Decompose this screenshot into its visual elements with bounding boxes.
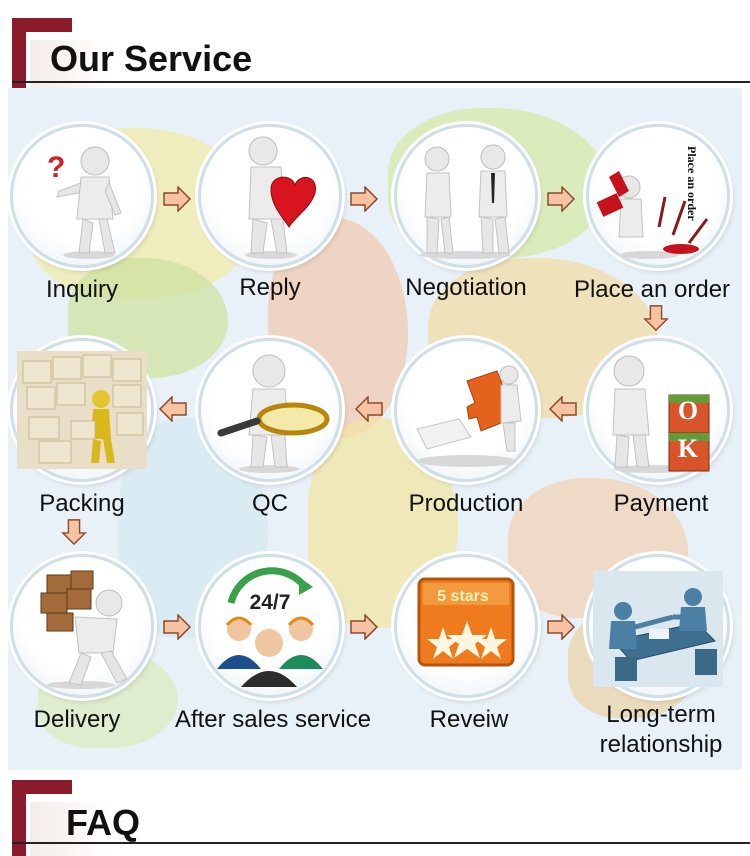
step-label: After sales service — [174, 706, 372, 733]
step-qc-circle — [198, 338, 342, 482]
two-people-icon — [419, 144, 511, 259]
step-inquiry-circle: ? — [10, 124, 154, 268]
arrow-left-icon — [548, 396, 578, 422]
step-label: Reply — [239, 274, 301, 301]
page-title: Our Service — [50, 38, 253, 79]
question-person-icon: ? — [47, 146, 122, 259]
header-shade — [30, 802, 110, 856]
svg-text:?: ? — [47, 151, 65, 184]
header-rule — [12, 81, 750, 83]
arrow-down-icon — [642, 304, 670, 332]
arrow-right-icon — [162, 186, 192, 212]
step-label: Packing — [39, 490, 125, 517]
header-accent-cap — [12, 18, 72, 32]
step-label: Production — [408, 490, 524, 517]
section-header-faq: FAQ — [0, 780, 750, 856]
step-label: Reveiw — [429, 706, 509, 733]
boxes-warehouse-icon — [17, 351, 147, 469]
step-production-circle — [394, 338, 538, 482]
arrow-right-icon — [349, 186, 379, 212]
header-rule — [12, 842, 750, 844]
meeting-table-icon — [593, 571, 723, 687]
step-label: Delivery — [33, 706, 121, 733]
five-stars-icon — [417, 577, 515, 667]
arrow-down-icon — [60, 518, 88, 546]
block-letter-k: K — [677, 434, 699, 463]
block-letter-o: O — [677, 396, 699, 425]
step-label: Place an order — [573, 276, 731, 303]
puzzle-person-icon — [416, 365, 522, 467]
step-packing-circle — [10, 338, 154, 482]
step-reply-circle — [198, 124, 342, 268]
step-review-circle — [394, 554, 538, 698]
header-accent-bar — [12, 780, 26, 856]
support-team-icon — [217, 567, 323, 687]
section-title-faq: FAQ — [66, 802, 141, 843]
section-header-our-service: Our Service — [0, 18, 750, 104]
arrow-right-icon — [162, 614, 192, 640]
step-label-line1: Long-term — [606, 701, 716, 728]
arrow-left-icon — [354, 396, 384, 422]
stamp-order-icon — [596, 171, 709, 259]
step-place-order-circle — [586, 124, 730, 268]
step-payment-circle — [586, 338, 730, 482]
step-long-term-circle — [586, 554, 730, 698]
step-delivery-circle — [10, 554, 154, 698]
carry-boxes-icon — [40, 570, 128, 689]
heart-person-icon — [245, 136, 316, 259]
magnifier-person-icon — [217, 354, 330, 473]
step-label: Payment — [613, 490, 709, 517]
header-accent-cap — [12, 780, 72, 794]
arrow-left-icon — [158, 396, 188, 422]
stamp-text: Place an order — [685, 146, 699, 221]
step-label-line2: relationship — [599, 731, 723, 758]
support-badge: 24/7 — [249, 591, 291, 614]
arrow-right-icon — [546, 614, 576, 640]
stars-badge: 5 stars — [437, 588, 489, 605]
ok-blocks-icon — [612, 355, 710, 473]
step-after-sales-circle — [198, 554, 342, 698]
step-label: Negotiation — [405, 274, 527, 301]
arrow-right-icon — [349, 614, 379, 640]
step-negotiation-circle — [394, 124, 538, 268]
arrow-right-icon — [546, 186, 576, 212]
step-label: Inquiry — [45, 276, 119, 303]
step-label-long-term: Long-term relationship — [586, 700, 736, 760]
step-label: QC — [252, 490, 288, 517]
